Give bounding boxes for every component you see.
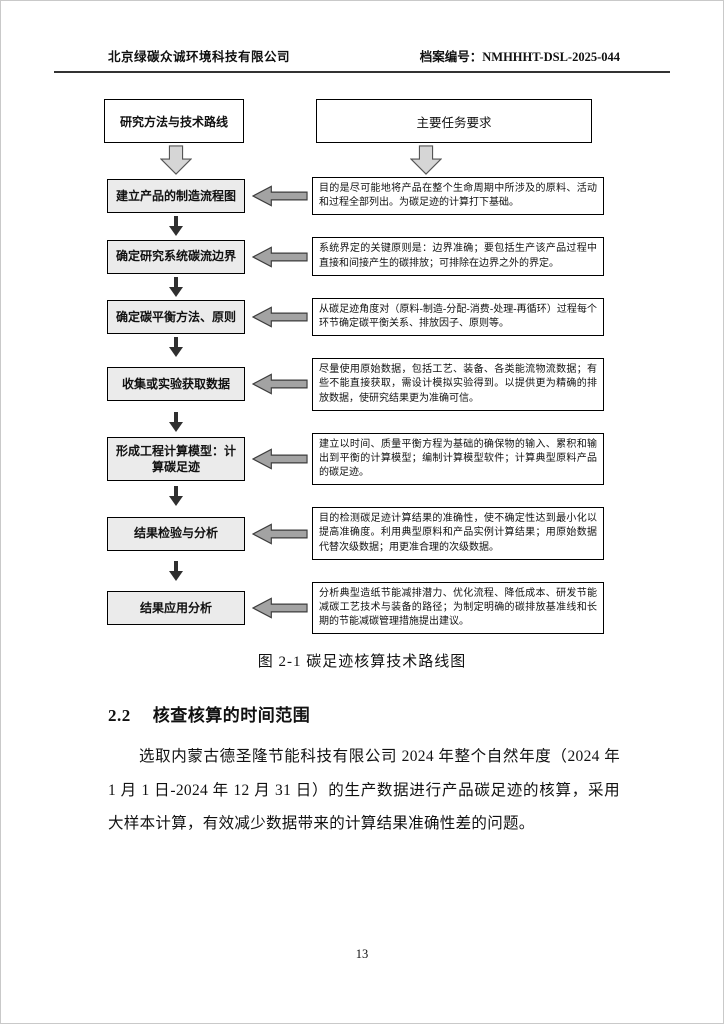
down-arrow-icon <box>169 560 183 581</box>
flow-row: 收集或实验获取数据 尽量使用原始数据，包括工艺、装备、各类能流物流数据；有些不能… <box>104 358 604 411</box>
down-arrow-icon <box>169 276 183 297</box>
task-box: 从碳足迹角度对（原料-制造-分配-消费-处理-再循环）过程每个环节确定碳平衡关系… <box>312 297 604 337</box>
doc-number: 档案编号：NMHHHT-DSL-2025-044 <box>419 50 620 64</box>
flowchart-headers: 研究方法与技术路线 主要任务要求 <box>104 99 604 143</box>
left-block-arrow-icon <box>252 245 308 268</box>
step-box: 确定碳平衡方法、原则 <box>107 299 245 334</box>
page-number: 13 <box>355 947 369 961</box>
section-number: 2.2 <box>108 706 131 726</box>
flow-row: 确定研究系统碳流边界 系统界定的关键原则是：边界准确；要包括生产该产品过程中直接… <box>104 237 604 276</box>
task-box: 分析典型造纸节能减排潜力、优化流程、降低成本、研发节能减碳工艺技术与装备的路径；… <box>312 581 604 635</box>
hollow-down-arrow-icon <box>160 145 192 175</box>
left-block-arrow-icon <box>252 373 308 396</box>
task-box: 建立以时间、质量平衡方程为基础的确保物的输入、累积和输出到平衡的计算模型；编制计… <box>312 432 604 486</box>
flow-connector <box>104 485 604 507</box>
flow-connector <box>104 276 604 298</box>
header-divider <box>54 71 670 73</box>
flow-connector <box>104 560 604 582</box>
step-box: 收集或实验获取数据 <box>107 367 245 402</box>
step-box: 确定研究系统碳流边界 <box>107 239 245 274</box>
flow-connector <box>104 411 604 433</box>
step-box: 形成工程计算模型：计算碳足迹 <box>107 436 245 482</box>
header-arrows <box>104 143 604 177</box>
page-header: 北京绿碳众诚环境科技有限公司 档案编号：NMHHHT-DSL-2025-044 <box>0 0 724 71</box>
step-box: 结果应用分析 <box>107 591 245 626</box>
flow-row: 确定碳平衡方法、原则 从碳足迹角度对（原料-制造-分配-消费-处理-再循环）过程… <box>104 297 604 337</box>
task-box: 系统界定的关键原则是：边界准确；要包括生产该产品过程中直接和间接产生的碳排放；可… <box>312 237 604 276</box>
right-column-header: 主要任务要求 <box>316 99 592 143</box>
left-block-arrow-icon <box>252 448 308 470</box>
task-box: 目的是尽可能地将产品在整个生命周期中所涉及的原料、活动和过程全部列出。为碳足迹的… <box>312 177 604 216</box>
down-arrow-icon <box>169 216 183 237</box>
flow-row: 结果应用分析 分析典型造纸节能减排潜力、优化流程、降低成本、研发节能减碳工艺技术… <box>104 581 604 635</box>
flowchart: 研究方法与技术路线 主要任务要求 建立产品的制造流程图 <box>104 99 604 635</box>
left-block-arrow-icon <box>252 522 308 545</box>
left-block-arrow-icon <box>252 185 308 207</box>
company-name: 北京绿碳众诚环境科技有限公司 <box>108 50 291 64</box>
body-paragraph: 选取内蒙古德圣隆节能科技有限公司 2024 年整个自然年度（2024 年 1 月… <box>108 748 620 832</box>
left-block-arrow-icon <box>252 306 308 328</box>
flow-connector <box>104 336 604 358</box>
step-box: 建立产品的制造流程图 <box>107 179 245 214</box>
left-block-arrow-icon <box>252 597 308 619</box>
step-box: 结果检验与分析 <box>107 516 245 551</box>
down-arrow-icon <box>169 411 183 432</box>
flow-row: 建立产品的制造流程图 目的是尽可能地将产品在整个生命周期中所涉及的原料、活动和过… <box>104 177 604 216</box>
figure-caption: 图 2-1 碳足迹核算技术路线图 <box>257 654 467 671</box>
down-arrow-icon <box>169 486 183 507</box>
task-box: 尽量使用原始数据，包括工艺、装备、各类能流物流数据；有些不能直接获取，需设计模拟… <box>312 358 604 411</box>
section-heading: 2.2 核查核算的时间范围 <box>108 701 620 726</box>
hollow-down-arrow-icon <box>410 145 442 175</box>
flow-row: 形成工程计算模型：计算碳足迹 建立以时间、质量平衡方程为基础的确保物的输入、累积… <box>104 432 604 486</box>
task-box: 目的检测碳足迹计算结果的准确性，使不确定性达到最小化以提高准确度。利用典型原料和… <box>312 507 604 560</box>
down-arrow-icon <box>169 337 183 358</box>
flow-row: 结果检验与分析 目的检测碳足迹计算结果的准确性，使不确定性达到最小化以提高准确度… <box>104 507 604 560</box>
left-column-header: 研究方法与技术路线 <box>104 99 244 143</box>
flow-connector <box>104 215 604 237</box>
section-title: 核查核算的时间范围 <box>152 706 311 726</box>
